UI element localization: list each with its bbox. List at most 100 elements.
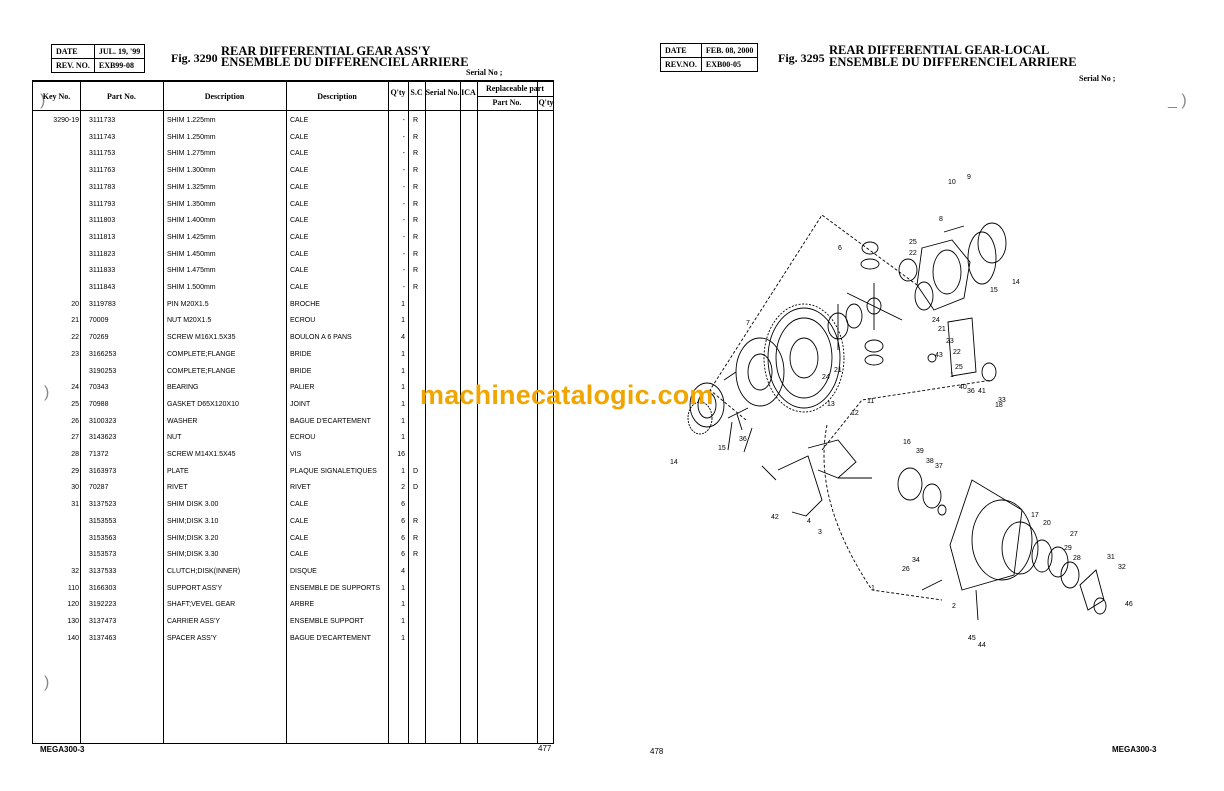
- sc-cell: R: [413, 233, 419, 241]
- revision-box: DATE JUL. 19, '99 REV. NO. EXB99-08: [51, 44, 146, 73]
- callout-label: 21: [834, 367, 842, 374]
- page-number: 477: [538, 744, 552, 753]
- description-fr-cell: PLAQUE SIGNALETIQUES: [290, 467, 377, 475]
- callout-label: 2: [952, 603, 956, 610]
- col-qty: Q'ty: [390, 88, 406, 97]
- description-cell: BEARING: [167, 384, 199, 392]
- qty-cell: -: [402, 133, 405, 141]
- callout-label: 20: [1043, 520, 1051, 527]
- part-number-cell: 3192223: [89, 601, 117, 609]
- description-fr-cell: CALE: [290, 167, 309, 175]
- description-fr-cell: CALE: [290, 250, 309, 258]
- part-number-cell: 3163973: [89, 467, 117, 475]
- part-number-cell: 3111833: [89, 267, 116, 275]
- key-cell: 29: [71, 467, 79, 475]
- part-number-cell: 3153573: [89, 551, 117, 559]
- key-cell: 21: [71, 317, 79, 325]
- callout-label: 1: [950, 372, 954, 379]
- callout-label: 34: [912, 557, 920, 564]
- revision-box: DATE FEB. 08, 2000 REV.NO. EXB00-05: [660, 43, 759, 72]
- sc-cell: R: [413, 267, 419, 275]
- col-sc: S.C: [410, 88, 423, 97]
- description-fr-cell: ARBRE: [290, 601, 315, 609]
- qty-cell: 1: [401, 400, 405, 408]
- callout-label: 33: [998, 397, 1006, 404]
- qty-cell: 6: [401, 517, 405, 525]
- description-fr-cell: DISQUE: [290, 567, 317, 575]
- callout-label: 42: [771, 514, 779, 521]
- page-number: 478: [650, 747, 664, 756]
- callout-label: 32: [1118, 564, 1126, 571]
- callout-label: 11: [867, 398, 874, 405]
- part-number-cell: 3166303: [89, 584, 117, 592]
- part-number-cell: 70009: [89, 317, 109, 325]
- sc-cell: R: [413, 217, 419, 225]
- part-number-cell: 3119783: [89, 300, 116, 308]
- description-fr-cell: BRIDE: [290, 350, 312, 358]
- description-fr-cell: ECROU: [290, 317, 316, 325]
- key-cell: 30: [71, 484, 79, 492]
- callout-label: 24: [822, 374, 830, 381]
- description-fr-cell: CALE: [290, 517, 309, 525]
- description-fr-cell: BRIDE: [290, 367, 312, 375]
- callout-label: 24: [932, 317, 940, 324]
- part-number-cell: 3143623: [89, 434, 117, 442]
- serial-label: Serial No ;: [466, 68, 503, 77]
- left-page: ) ) ) DATE JUL. 19, '99 REV. NO. EXB99-0…: [32, 44, 554, 754]
- col-rep-part: Part No.: [492, 98, 522, 107]
- description-fr-cell: BOULON A 6 PANS: [290, 334, 352, 342]
- qty-cell: 6: [401, 534, 405, 542]
- rev-label: REV.NO.: [660, 57, 702, 72]
- part-number-cell: 3166253: [89, 350, 117, 358]
- qty-cell: 1: [401, 467, 405, 475]
- qty-cell: 1: [401, 434, 405, 442]
- part-number-cell: 3111733: [89, 117, 116, 124]
- callout-label: 23: [946, 338, 954, 345]
- sc-cell: R: [413, 284, 419, 291]
- description-cell: PLATE: [167, 467, 189, 475]
- qty-cell: 1: [401, 384, 405, 392]
- callout-label: 36: [739, 436, 747, 443]
- qty-cell: 1: [401, 350, 405, 358]
- callout-label: 28: [1073, 555, 1081, 562]
- key-cell: 26: [71, 417, 79, 425]
- callout-label: 16: [903, 439, 911, 446]
- description-fr-cell: CALE: [290, 284, 309, 291]
- qty-cell: -: [402, 250, 405, 258]
- qty-cell: 1: [401, 584, 405, 592]
- callout-label: 26: [902, 566, 910, 573]
- qty-cell: 1: [401, 601, 405, 609]
- figure-title-fr: ENSEMBLE DU DIFFERENCIEL ARRIERE: [221, 55, 469, 69]
- callout-label: 14: [670, 459, 678, 466]
- sc-cell: R: [413, 183, 419, 191]
- description-cell: SHIM 1.400mm: [167, 217, 216, 225]
- description-cell: SHIM DISK 3.00: [167, 501, 219, 509]
- figure-title-fr: ENSEMBLE DU DIFFERENCIEL ARRIERE: [829, 55, 1077, 69]
- key-cell: 110: [67, 584, 79, 592]
- callout-label: 25: [955, 364, 963, 371]
- description-cell: NUT M20X1.5: [167, 317, 212, 325]
- description-cell: SCREW M14X1.5X45: [167, 451, 236, 458]
- description-cell: COMPLETE;FLANGE: [167, 350, 236, 358]
- callout-label: 15: [718, 445, 726, 452]
- part-number-cell: 3111813: [89, 233, 116, 241]
- callout-label: 31: [1107, 554, 1115, 561]
- key-cell: 140: [67, 634, 79, 642]
- qty-cell: 4: [401, 334, 405, 342]
- qty-cell: -: [402, 217, 405, 225]
- part-number-cell: 3111763: [89, 167, 116, 175]
- part-number-cell: 3153553: [89, 517, 117, 525]
- callout-label: 36: [967, 388, 975, 395]
- description-fr-cell: CALE: [290, 501, 309, 509]
- binder-hole-mark: ): [44, 384, 50, 401]
- col-ica: ICA: [461, 88, 476, 97]
- description-fr-cell: CALE: [290, 217, 309, 225]
